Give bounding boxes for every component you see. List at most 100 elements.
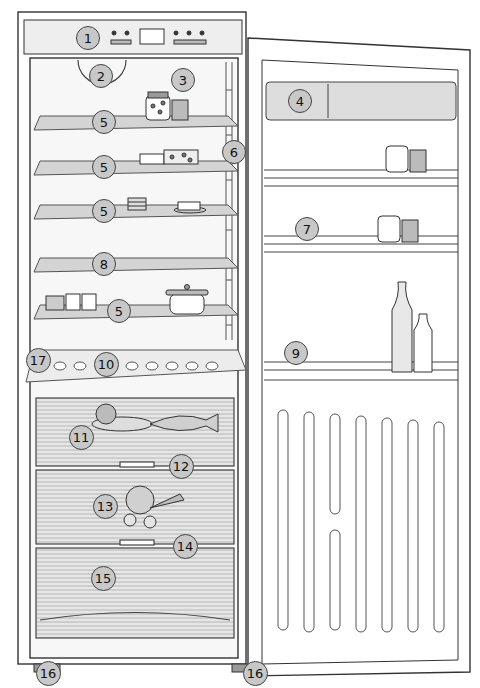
callout-number: 5 xyxy=(92,155,116,179)
glass-shelves-part xyxy=(34,258,238,272)
callout-text: 5 xyxy=(100,161,108,174)
drawers-part xyxy=(36,470,234,544)
door-vents-part xyxy=(330,530,340,630)
side-rails-part xyxy=(226,62,227,340)
food-items-part xyxy=(151,104,155,108)
door-compartment-part xyxy=(266,82,456,120)
callout-number: 5 xyxy=(92,199,116,223)
food-items-part xyxy=(148,92,168,98)
food-items-part xyxy=(46,296,64,310)
callout-text: 16 xyxy=(40,667,57,680)
door xyxy=(248,38,470,676)
callout-text: 5 xyxy=(100,205,108,218)
callout-number: 1 xyxy=(76,26,100,50)
egg-tray-part xyxy=(126,362,138,370)
callout-text: 10 xyxy=(98,358,115,371)
callout-text: 14 xyxy=(177,540,194,553)
callout-number: 15 xyxy=(91,566,116,591)
food-items-part xyxy=(158,110,162,114)
callout-text: 12 xyxy=(173,460,190,473)
callout-text: 8 xyxy=(100,258,108,271)
drawer-contents-part xyxy=(144,516,156,528)
food-items-part xyxy=(170,155,174,159)
door-vents-part xyxy=(434,422,444,632)
callout-number: 8 xyxy=(92,252,116,276)
glass-shelves xyxy=(34,116,238,319)
control-panel-part xyxy=(24,20,242,54)
food-items-part xyxy=(182,153,186,157)
door-items-part xyxy=(378,216,400,242)
drawers-part xyxy=(120,540,154,545)
door-shelves-part xyxy=(264,170,458,186)
cabinet-part xyxy=(18,12,246,664)
food-items-part xyxy=(188,158,192,162)
callout-number: 6 xyxy=(222,140,246,164)
egg-tray-part xyxy=(54,362,66,370)
food-items-part xyxy=(166,290,208,295)
callout-number: 10 xyxy=(94,352,119,377)
callout-number: 7 xyxy=(295,217,319,241)
drawers-part xyxy=(120,462,154,467)
food-items-part xyxy=(128,202,146,206)
callout-number: 2 xyxy=(89,64,113,88)
control-panel-part xyxy=(174,31,178,35)
egg-tray-part xyxy=(206,362,218,370)
drawers-part xyxy=(36,548,234,638)
food-items-part xyxy=(128,198,146,210)
door-part xyxy=(248,38,470,676)
door-items xyxy=(378,146,432,372)
callout-number: 14 xyxy=(173,534,198,559)
callout-text: 17 xyxy=(30,354,47,367)
drawers xyxy=(36,398,234,638)
callout-number: 13 xyxy=(93,494,118,519)
egg-tray-part xyxy=(186,362,198,370)
control-panel-part xyxy=(187,31,191,35)
door-compartment-part xyxy=(328,84,329,118)
food-items-part xyxy=(170,294,204,314)
door-shelves-part xyxy=(264,236,458,252)
drawers-part xyxy=(36,398,234,466)
callout-number: 5 xyxy=(92,110,116,134)
door-vents-part xyxy=(304,412,314,632)
food-items-part xyxy=(140,154,164,164)
feet xyxy=(34,664,258,672)
callout-number: 9 xyxy=(284,341,308,365)
control-panel xyxy=(24,20,242,54)
egg-tray-part xyxy=(146,362,158,370)
callout-text: 11 xyxy=(73,431,90,444)
door-vents xyxy=(278,410,444,632)
egg-tray-part xyxy=(26,350,246,382)
callout-text: 1 xyxy=(84,32,92,45)
callout-text: 6 xyxy=(230,146,238,159)
drawer-contents-part xyxy=(150,414,218,432)
door-vents-part xyxy=(356,416,366,632)
door-compartment xyxy=(266,82,456,120)
callout-text: 7 xyxy=(303,223,311,236)
food-items xyxy=(46,92,208,314)
callout-text: 5 xyxy=(115,305,123,318)
glass-shelves-part xyxy=(34,305,238,319)
callout-text: 13 xyxy=(97,500,114,513)
door-shelves xyxy=(264,170,458,380)
food-items-part xyxy=(66,294,80,310)
callout-text: 15 xyxy=(95,572,112,585)
glass-shelves-part xyxy=(34,116,238,130)
control-panel-part xyxy=(140,29,164,44)
drawer-contents-part xyxy=(124,514,136,526)
callout-text: 4 xyxy=(296,95,304,108)
egg-tray xyxy=(26,350,246,382)
cabinet xyxy=(18,12,246,664)
callout-number: 11 xyxy=(69,425,94,450)
control-panel-part xyxy=(111,40,131,44)
food-items-part xyxy=(164,150,198,164)
callout-number: 3 xyxy=(171,68,195,92)
control-panel-part xyxy=(112,31,116,35)
control-panel-part xyxy=(125,31,129,35)
door-vents-part xyxy=(330,414,340,514)
food-items-part xyxy=(185,285,190,290)
drawers-part xyxy=(40,613,230,621)
callout-text: 3 xyxy=(179,74,187,87)
door-items-part xyxy=(386,146,408,172)
callout-number: 12 xyxy=(169,454,194,479)
